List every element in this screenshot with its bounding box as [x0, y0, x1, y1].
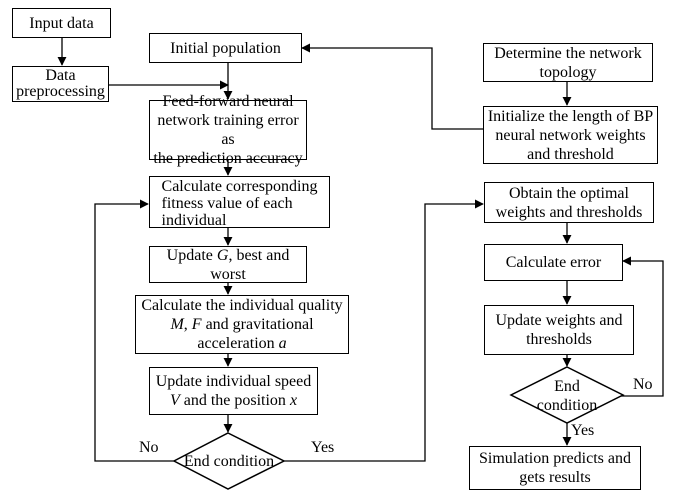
- simulation-box: Simulation predicts and gets results: [469, 446, 641, 490]
- loop-yes-to-obtain-optimal: [282, 199, 484, 462]
- obtain-line1: Obtain the optimal: [509, 184, 629, 202]
- calculate-error-label: Calculate error: [505, 254, 602, 271]
- update-weights-line2: thresholds: [526, 331, 592, 348]
- fitness-line2: fitness value of each: [161, 195, 293, 212]
- yes-label-right: Yes: [571, 422, 595, 439]
- fitness-line3: individual: [161, 212, 227, 229]
- obtain-line2: weights and thresholds: [495, 203, 643, 221]
- arrow-init-to-initial-population: [301, 43, 483, 130]
- feedforward-line1: Feed-forward neural: [162, 93, 294, 110]
- initial-population-label: Initial population: [170, 39, 281, 57]
- simulation-line2: gets results: [519, 469, 591, 486]
- var-x: x: [289, 392, 298, 409]
- var-g: G: [216, 246, 229, 264]
- yes-label-left: Yes: [311, 439, 335, 456]
- loop-no-back-to-calc-error: [621, 256, 664, 397]
- initial-population-box: Initial population: [149, 33, 302, 63]
- init-line2: neural network weights: [495, 126, 646, 144]
- input-data-label: Input data: [29, 14, 94, 32]
- feedforward-line3: the prediction accuracy: [153, 150, 303, 167]
- end-condition-label: End condition: [183, 452, 275, 470]
- data-preprocessing-line2: preprocessing: [16, 83, 105, 100]
- simulation-line1: Simulation predicts and: [479, 450, 631, 467]
- feedforward-line2: network training error as: [157, 112, 299, 148]
- init-line3: and threshold: [527, 145, 614, 163]
- topology-line1: Determine the network: [494, 44, 642, 62]
- right-end-condition-diamond: [509, 366, 625, 424]
- no-label-left: No: [139, 439, 159, 456]
- init-line1: Initialize the length of BP: [487, 107, 654, 125]
- var-v: V: [169, 392, 180, 409]
- update-g-box: Update G, best and worst: [149, 246, 307, 283]
- var-a: a: [278, 335, 287, 352]
- end-condition-diamond: [172, 432, 286, 490]
- data-preprocessing-line1: Data: [45, 67, 76, 84]
- loop-no-back-to-fitness: [94, 199, 176, 462]
- no-label-right: No: [633, 376, 653, 393]
- update-weights-box: Update weights and thresholds: [484, 305, 634, 355]
- topology-line2: topology: [539, 63, 597, 81]
- var-m: M: [170, 316, 184, 333]
- feedforward-error-box: Feed-forward neural network training erro…: [149, 93, 307, 167]
- input-data-box: Input data: [12, 8, 111, 38]
- var-f: F: [191, 316, 202, 333]
- calculate-error-box: Calculate error: [484, 244, 623, 281]
- update-weights-line1: Update weights and: [495, 312, 623, 329]
- fitness-line1: Calculate corresponding: [161, 178, 318, 195]
- speed-line1: Update individual speed: [155, 373, 312, 390]
- quality-line1: Calculate the individual quality: [141, 297, 343, 314]
